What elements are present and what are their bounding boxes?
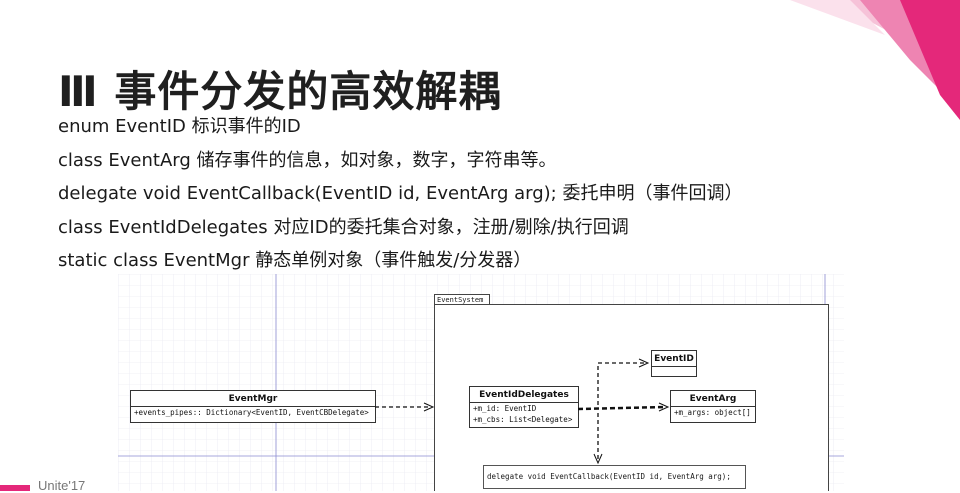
- class-name: EventArg: [671, 391, 755, 407]
- event-mgr-class: EventMgr +events_pipes:: Dictionary<Even…: [130, 390, 376, 423]
- class-attribute: +m_id: EventID: [473, 404, 537, 413]
- class-name: EventID: [652, 351, 696, 367]
- uml-diagram: EventSystem EventMgr +events_pipes:: Dic…: [118, 274, 844, 491]
- bullet-item: class EventIdDelegates 对应ID的委托集合对象，注册/剔除…: [58, 216, 629, 238]
- footer-accent-bar: [0, 485, 30, 491]
- delegate-note: delegate void EventCallback(EventID id, …: [483, 465, 746, 489]
- package-label: EventSystem: [434, 294, 490, 305]
- footer-logo-text: Unite'17: [38, 478, 86, 493]
- dependency-arrows: [375, 358, 670, 465]
- bullet-item: static class EventMgr 静态单例对象（事件触发/分发器）: [58, 250, 532, 271]
- class-name: EventIdDelegates: [470, 387, 578, 403]
- slide-title: Ⅲ 事件分发的高效解耦: [58, 67, 502, 116]
- bullet-item: enum EventID 标识事件的ID: [58, 116, 301, 137]
- event-id-delegates-class: EventIdDelegates +m_id: EventID +m_cbs: …: [469, 386, 579, 428]
- corner-decoration: [790, 0, 960, 120]
- class-name: EventMgr: [131, 391, 375, 407]
- event-arg-class: EventArg +m_args: object[]: [670, 390, 756, 423]
- bullet-item: delegate void EventCallback(EventID id, …: [58, 183, 743, 204]
- event-id-class: EventID: [651, 350, 697, 377]
- bullet-item: class EventArg 储存事件的信息，如对象，数字，字符串等。: [58, 149, 557, 171]
- class-attribute: +m_args: object[]: [674, 408, 751, 417]
- class-attribute: +events_pipes:: Dictionary<EventID, Even…: [134, 408, 369, 417]
- bullet-list: enum EventID 标识事件的ID class EventArg 储存事件…: [58, 110, 742, 278]
- class-attribute: +m_cbs: List<Delegate>: [473, 415, 573, 424]
